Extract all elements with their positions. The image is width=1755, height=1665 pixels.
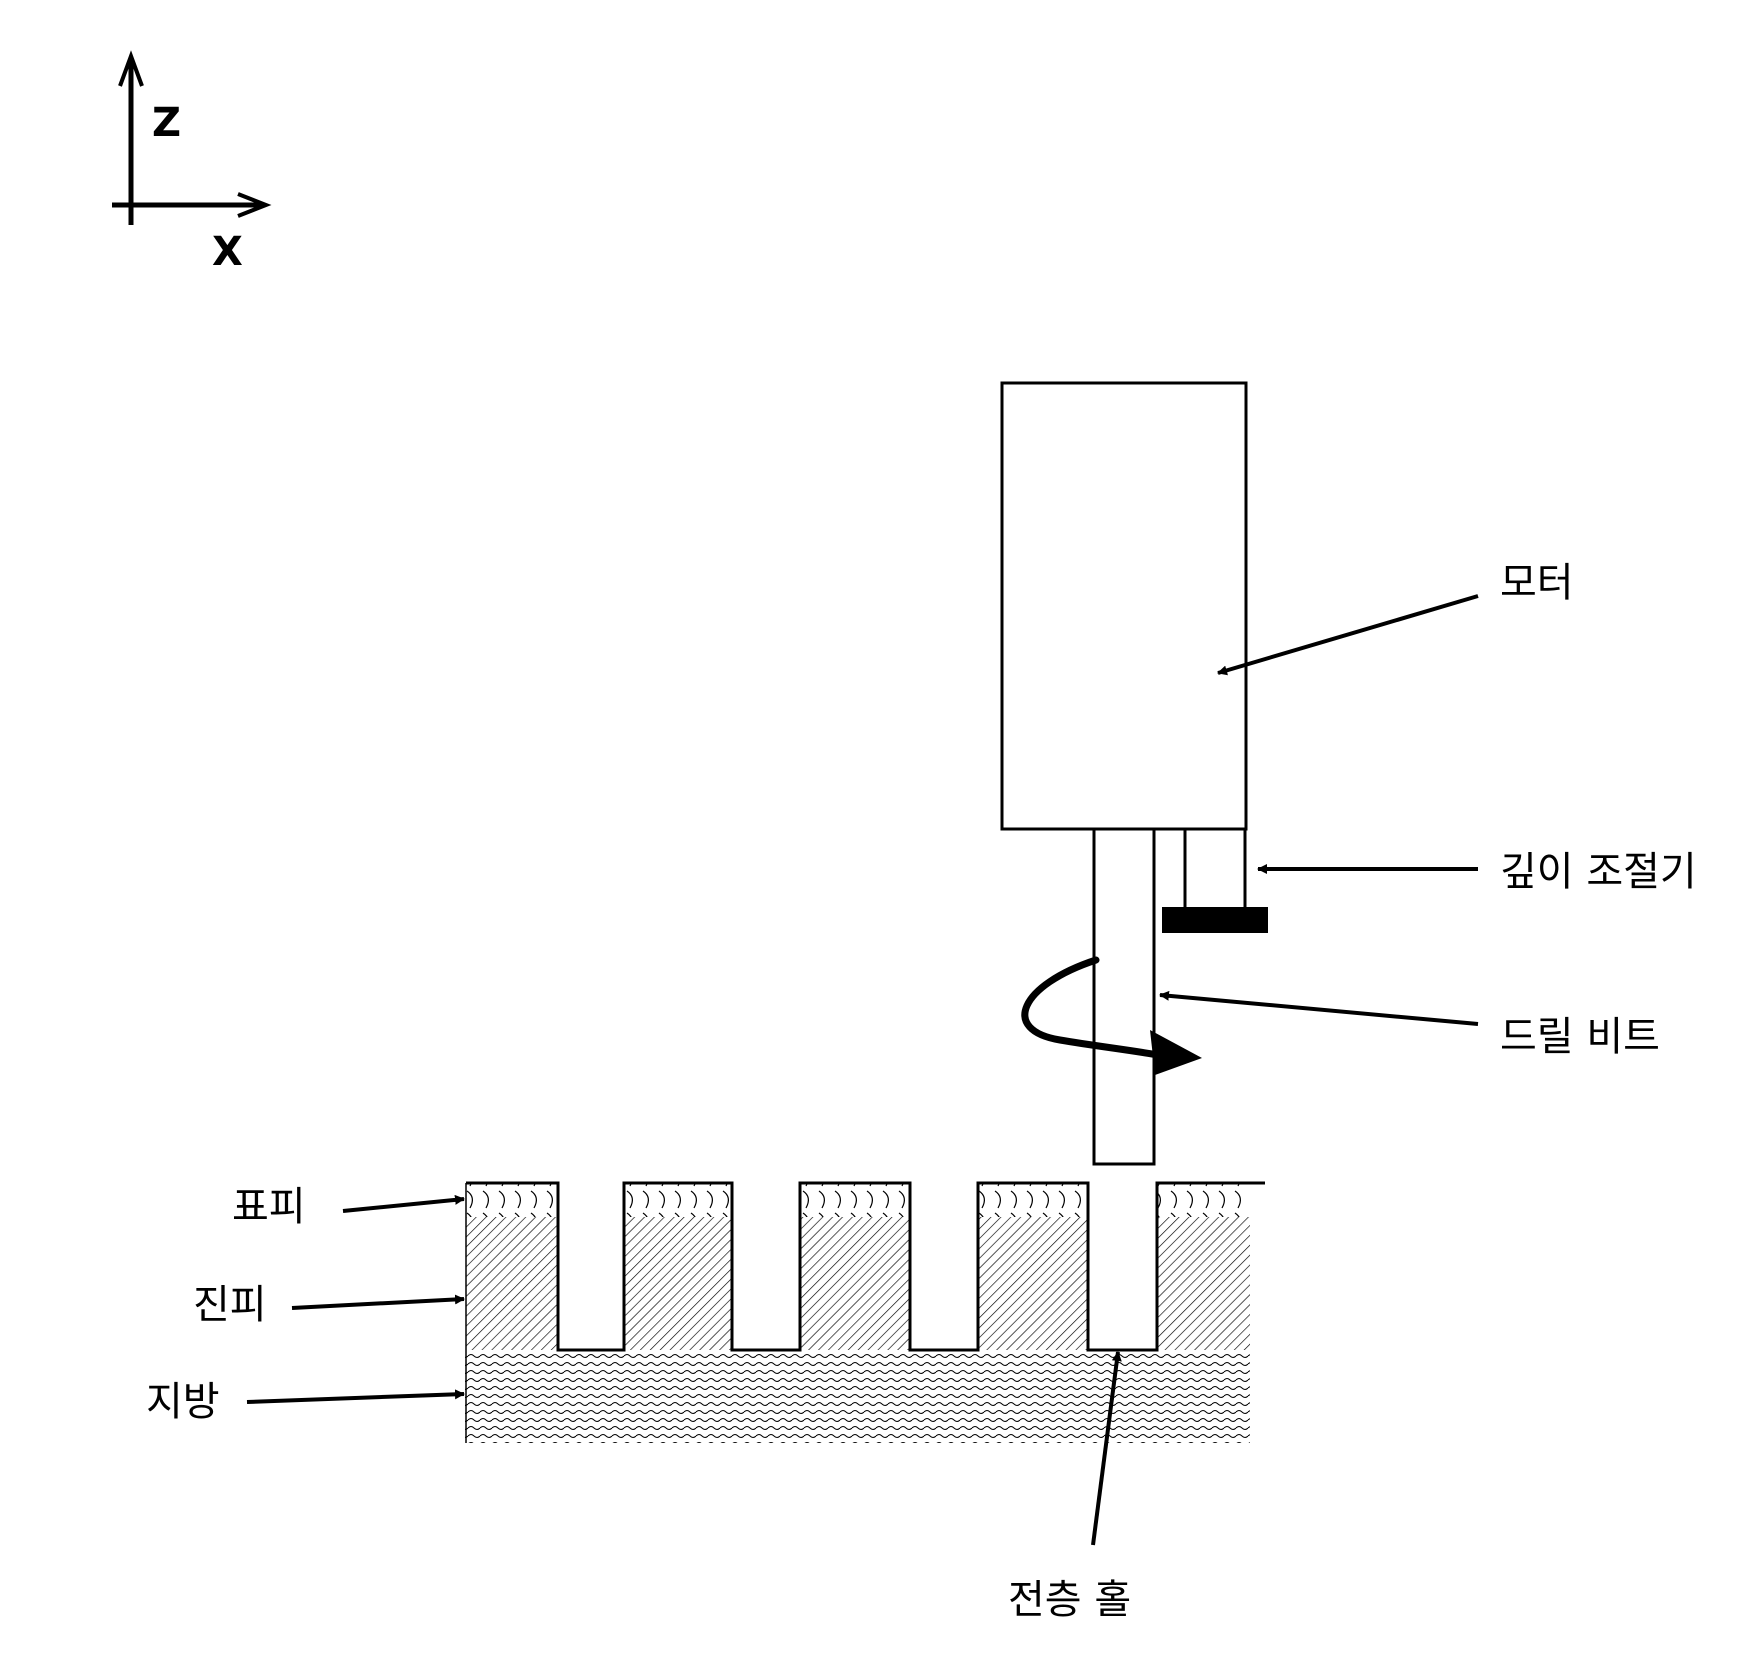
epidermis-band [1157,1183,1250,1217]
motor-leader [1218,596,1478,673]
motor-body [1002,383,1246,829]
epidermis-band [466,1183,558,1217]
depth-adjuster [1162,829,1268,933]
epidermis-label: 표피 [232,1184,306,1230]
x-axis-label: X [212,229,243,275]
z-axis-label: Z [152,100,181,146]
fat-leader [247,1394,464,1402]
drill-bit-leader [1160,995,1478,1024]
depth-adjuster-label: 깊이 조절기 [1500,849,1697,895]
epidermis-leader [343,1199,464,1211]
dermis-leader [292,1299,464,1308]
dermis-label: 진피 [193,1282,267,1328]
full-thickness-hole-label: 전층 홀 [1008,1577,1131,1623]
axis-indicator: Z X [112,56,266,275]
epidermis-band [624,1183,732,1217]
fat-layer [465,1350,1250,1443]
epidermis-band [800,1183,910,1217]
fat-label: 지방 [146,1379,220,1425]
skin-tissue [465,1183,1265,1443]
drill-bit-label: 드릴 비트 [1500,1014,1660,1060]
motor-label: 모터 [1500,560,1574,606]
drill-bit [1094,829,1154,1164]
depth-adjuster-stop [1162,907,1268,933]
epidermis-band [978,1183,1088,1217]
